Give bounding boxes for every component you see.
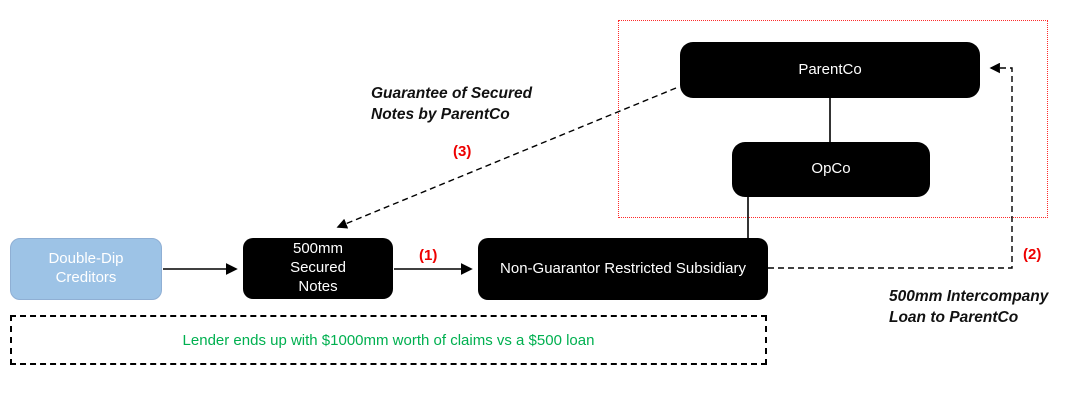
double-dip-creditors-box: Double-Dip Creditors (10, 238, 162, 300)
non-guarantor-subsidiary-label: Non-Guarantor Restricted Subsidiary (500, 259, 746, 277)
lender-claims-box: Lender ends up with $1000mm worth of cla… (10, 315, 767, 365)
opco-box: OpCo (732, 142, 930, 197)
parentco-label: ParentCo (798, 60, 862, 78)
intercompany-loan-note: 500mm Intercompany Loan to ParentCo (889, 288, 1049, 326)
lender-claims-text: Lender ends up with $1000mm worth of cla… (182, 331, 595, 349)
non-guarantor-subsidiary-box: Non-Guarantor Restricted Subsidiary (478, 238, 768, 300)
step-3-label: (3) (453, 143, 472, 160)
secured-notes-label: 500mm Secured Notes (290, 240, 346, 295)
step-1-label: (1) (419, 247, 438, 264)
secured-notes-box: 500mm Secured Notes (243, 238, 393, 299)
guarantee-note: Guarantee of Secured Notes by ParentCo (371, 85, 533, 123)
step-2-label: (2) (1023, 246, 1042, 263)
opco-label: OpCo (811, 160, 851, 178)
parentco-box: ParentCo (680, 42, 980, 98)
double-dip-creditors-label: Double-Dip Creditors (48, 250, 124, 286)
